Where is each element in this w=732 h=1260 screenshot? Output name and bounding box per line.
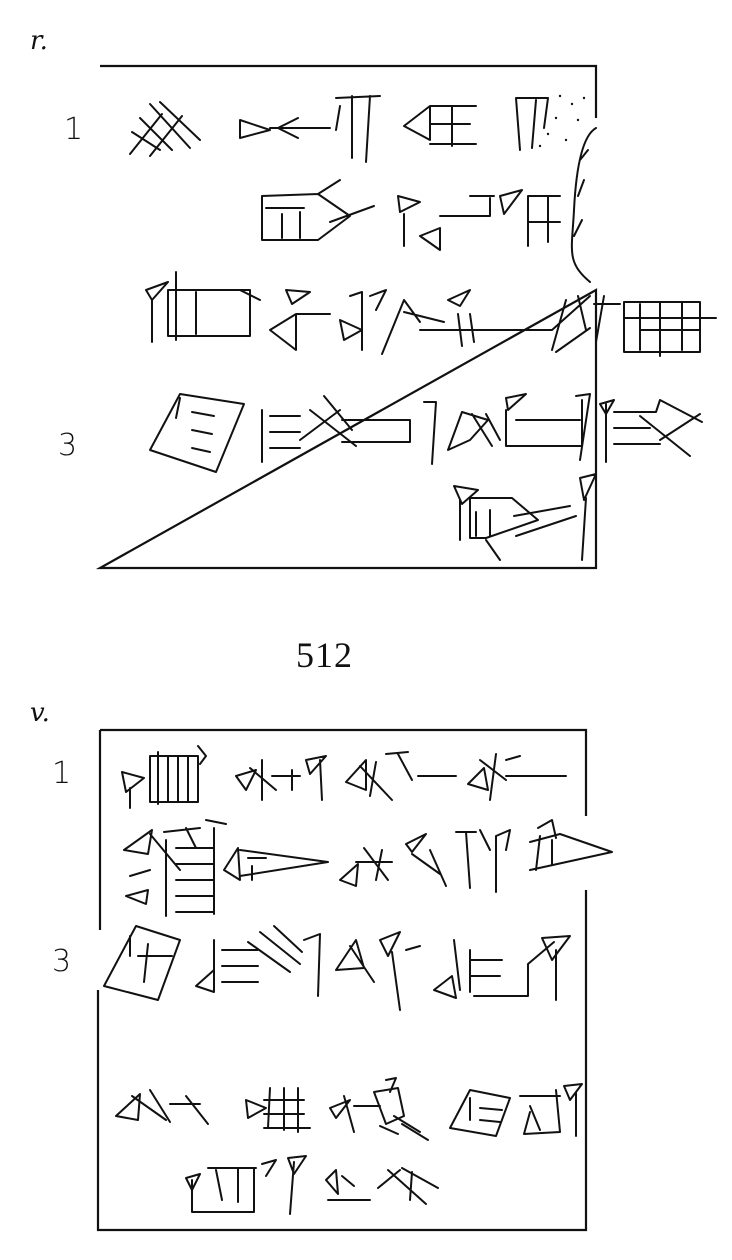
- reverse-line-5-signs: [185, 1155, 439, 1215]
- obverse-line-2a-signs: [261, 179, 561, 251]
- reverse-side-label: v.: [30, 698, 50, 728]
- reverse-tablet-drawing: [96, 728, 613, 1232]
- obverse-line-1-signs: [129, 95, 549, 163]
- reverse-frame: [96, 728, 588, 1232]
- tablet-number: 512: [296, 635, 353, 675]
- reverse-line-number-3: 3: [52, 944, 72, 979]
- reverse-line-2-signs: [123, 819, 613, 917]
- obverse-break-edge: [570, 127, 597, 283]
- obverse-line-2b-signs: [145, 271, 717, 357]
- reverse-line-4-signs: [115, 1077, 583, 1141]
- obverse-side-label: r.: [30, 26, 48, 56]
- obverse-line-number-3: 3: [58, 428, 78, 463]
- obverse-frame: [95, 64, 598, 570]
- obverse-line-4-signs: [453, 473, 597, 561]
- obverse-line-3-signs: [149, 393, 703, 473]
- reverse-line-1-signs: [121, 745, 567, 809]
- obverse-damage-stipple: [538, 94, 586, 148]
- reverse-line-number-1: 1: [52, 756, 72, 791]
- reverse-line-3-signs: [103, 925, 571, 1011]
- obverse-tablet-drawing: [95, 64, 717, 570]
- obverse-line-number-1: 1: [64, 112, 84, 147]
